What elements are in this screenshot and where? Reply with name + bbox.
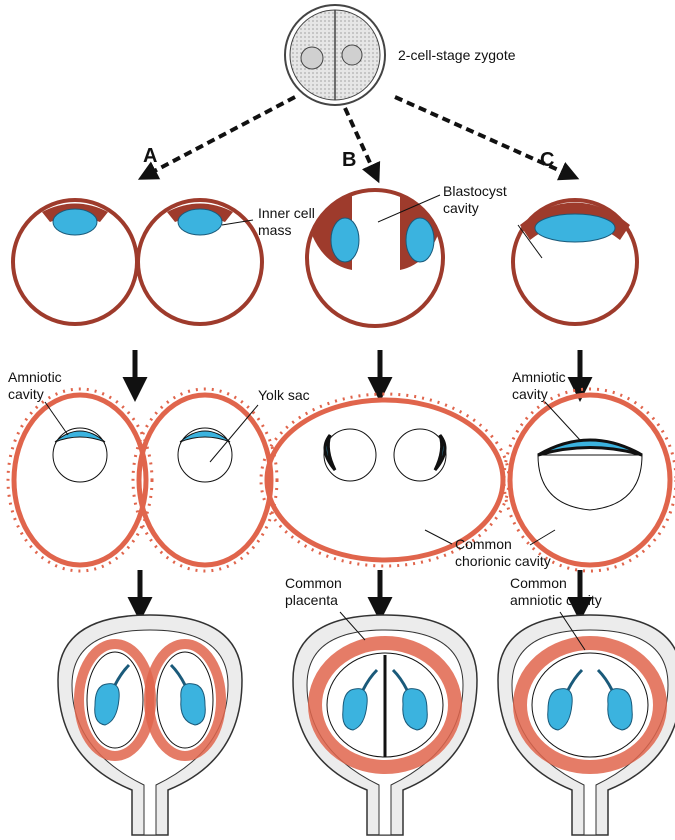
fetus — [607, 688, 633, 731]
chorionic-pointer-b — [424, 529, 453, 545]
yolk-sac-pointer — [209, 404, 259, 463]
fetus — [342, 688, 368, 731]
label-a: A — [143, 145, 157, 167]
blastocyst-pointer — [377, 194, 441, 223]
umbilical-cord — [361, 668, 379, 691]
solid-arrows — [122, 350, 593, 622]
umbilical-cord — [169, 663, 187, 686]
fetus — [547, 688, 573, 731]
chorion-c — [502, 387, 675, 573]
fetus — [402, 688, 428, 731]
chorion-a1 — [6, 387, 154, 573]
zygote — [284, 4, 386, 106]
fetus — [94, 683, 120, 726]
blastocyst-a1 — [11, 198, 139, 326]
dashed-arrows — [137, 95, 580, 184]
blastocyst-b — [305, 188, 445, 328]
amniotic-pointer-common — [559, 611, 586, 651]
uteri — [57, 614, 675, 836]
fetus — [180, 683, 206, 726]
arrow-a — [137, 95, 296, 180]
umbilical-cord — [596, 668, 614, 691]
umbilical-cord — [113, 663, 131, 686]
umbilical-cord — [391, 668, 409, 691]
zygote-label: 2-cell-stage zygote — [398, 47, 516, 63]
uterus-b — [292, 614, 478, 836]
placenta-pointer — [339, 611, 366, 641]
blastocyst-a2 — [136, 198, 264, 326]
label-c: C — [540, 149, 554, 171]
chorion-a2 — [131, 387, 279, 573]
icm-pointer — [221, 219, 254, 226]
blastocyst-c — [511, 198, 639, 326]
uterus-c — [497, 614, 675, 836]
yolk-sac-label: Yolk sac — [258, 387, 310, 403]
umbilical-cord — [566, 668, 584, 691]
amniotic-pointer-c — [544, 401, 581, 441]
uterus-a — [57, 614, 243, 836]
amniotic-pointer-a — [44, 401, 69, 436]
label-b: B — [342, 149, 356, 171]
c-cavity-pointer — [517, 224, 543, 259]
chorionic-pointer-c — [529, 529, 556, 546]
arrow-c — [394, 95, 580, 181]
